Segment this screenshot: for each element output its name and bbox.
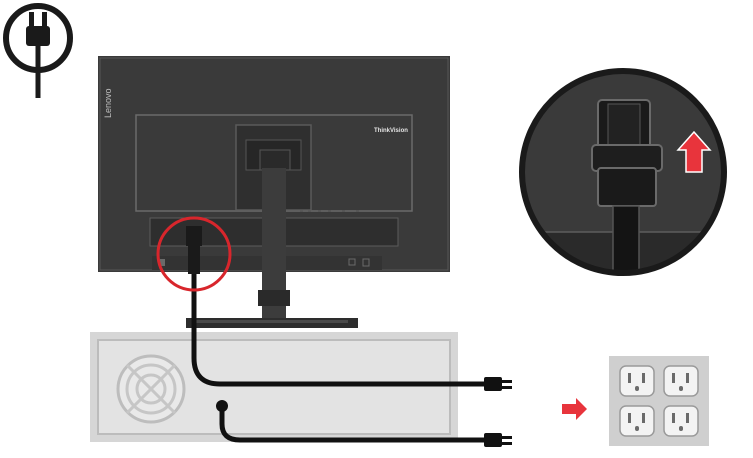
fan-grille-icon xyxy=(116,354,186,424)
wall-outlet-icon xyxy=(609,356,709,446)
lenovo-logo: Lenovo xyxy=(103,88,113,118)
arrow-right-icon xyxy=(562,398,587,420)
monitor-back: Lenovo ThinkVision xyxy=(98,56,450,328)
monitor-stand xyxy=(186,124,358,328)
monitor-power-cable xyxy=(186,226,489,387)
thinkvision-logo: ThinkVision xyxy=(374,128,408,134)
host-device xyxy=(90,332,458,442)
power-port-highlight xyxy=(156,216,232,292)
arrow-up-icon xyxy=(676,130,712,173)
power-plug-icon xyxy=(3,3,73,98)
connector-detail-zoom xyxy=(519,68,727,276)
plug-head-upper xyxy=(484,377,512,391)
host-power-cable xyxy=(216,400,489,443)
plug-head-lower xyxy=(484,433,512,447)
